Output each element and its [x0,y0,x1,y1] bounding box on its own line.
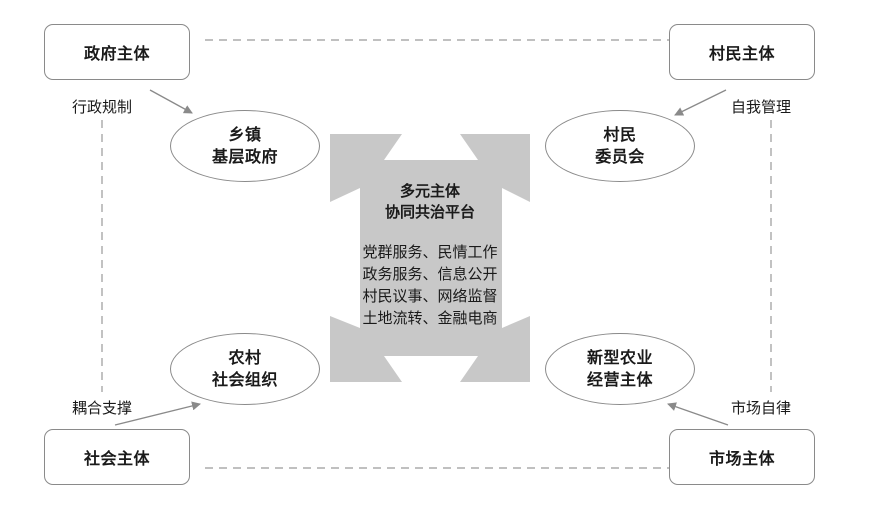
arrow-social-to-rural-org [114,401,201,426]
ellipse-line: 新型农业 [586,348,653,367]
platform-service-item: 村民议事、网络监督 [362,287,498,305]
new-agri-operator-ellipse: 新型农业 经营主体 [545,333,695,405]
label-market-self-discipline: 市场自律 [731,399,792,417]
platform-services-list: 党群服务、民情工作 政务服务、信息公开 村民议事、网络监督 土地流转、金融电商 [330,241,530,329]
arrow-villager-to-committee [674,89,727,116]
arrow-market-to-agri [667,402,729,426]
villager-subject-box: 村民主体 [669,24,815,80]
label-self-management: 自我管理 [731,98,792,116]
social-subject-box: 社会主体 [44,429,190,485]
arrow-gov-to-township [149,89,193,114]
platform-service-item: 政务服务、信息公开 [362,265,498,283]
platform-service-item: 土地流转、金融电商 [362,309,498,327]
platform-service-item: 党群服务、民情工作 [362,243,498,261]
rural-social-org-ellipse: 农村 社会组织 [170,333,320,405]
ellipse-line: 农村 [228,348,262,367]
market-subject-box: 市场主体 [669,429,815,485]
ellipse-line: 社会组织 [211,370,278,389]
label-administrative-regulation: 行政规制 [72,98,133,116]
gov-subject-box: 政府主体 [44,24,190,80]
center-four-way-arrow [330,134,530,382]
ellipse-line: 委员会 [595,147,645,166]
villager-committee-ellipse: 村民 委员会 [545,110,695,182]
ellipse-line: 基层政府 [211,147,278,166]
platform-title-line: 多元主体 [399,182,460,200]
township-government-ellipse: 乡镇 基层政府 [170,110,320,182]
ellipse-line: 村民 [603,125,637,144]
label-coupling-support: 耦合支撑 [72,399,133,417]
platform-title: 多元主体 协同共治平台 [330,181,530,223]
ellipse-line: 乡镇 [228,125,262,144]
ellipse-line: 经营主体 [586,370,653,389]
platform-title-line: 协同共治平台 [384,203,475,221]
